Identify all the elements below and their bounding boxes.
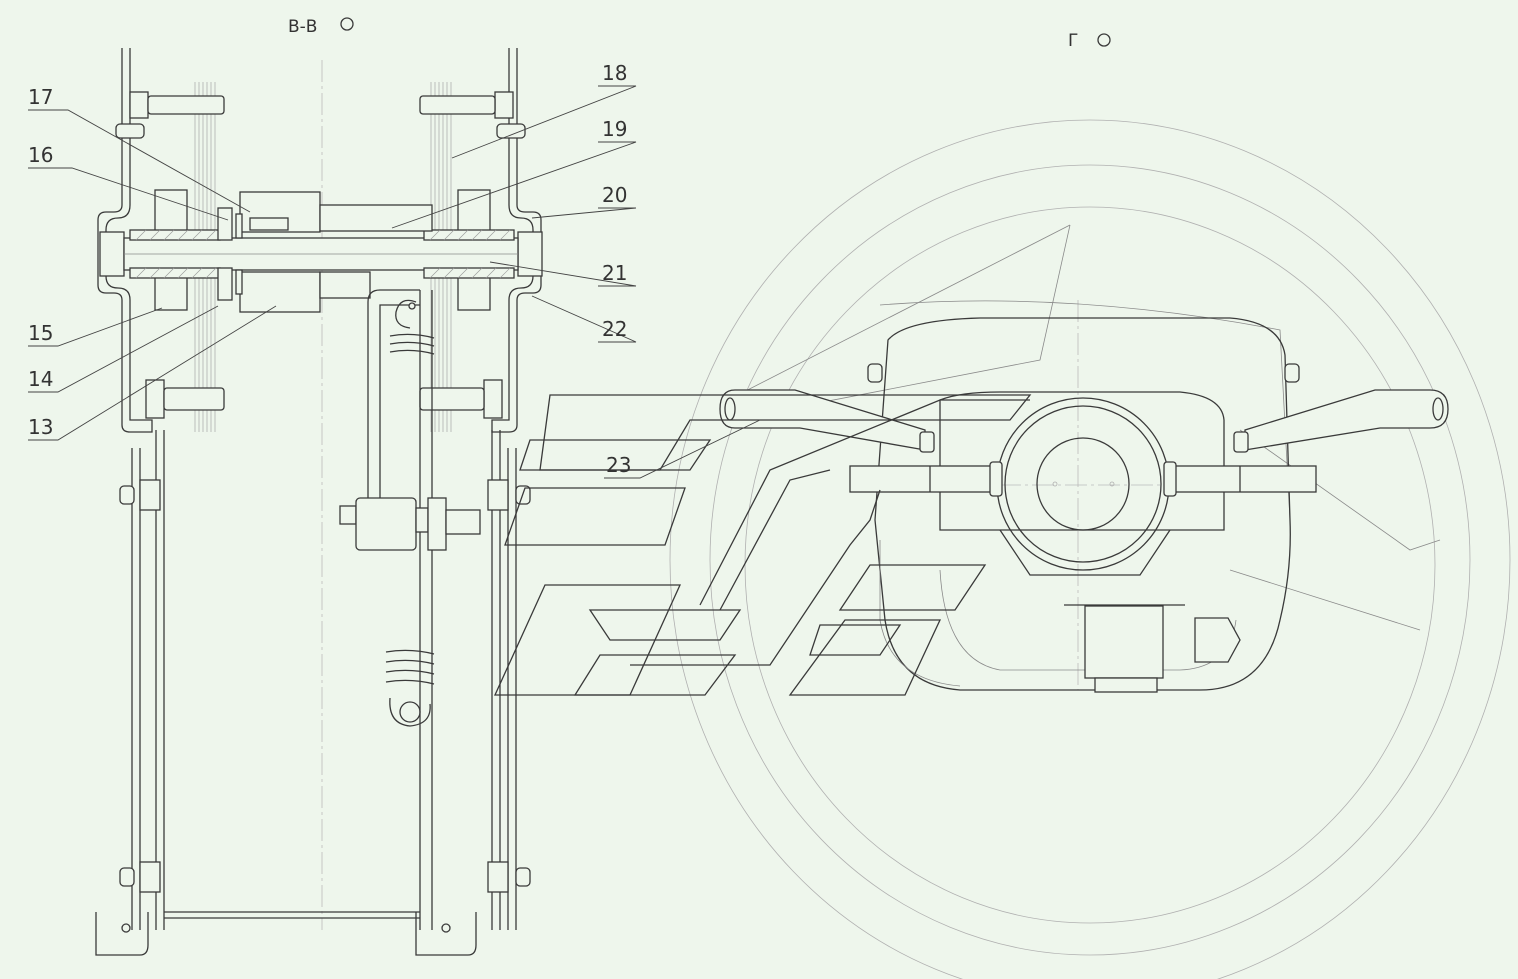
shaft-sleeve-lower bbox=[319, 271, 371, 299]
view-title-right: Г bbox=[1068, 31, 1111, 51]
upper-pin-head-left bbox=[129, 91, 149, 119]
base-foot-right bbox=[415, 912, 477, 956]
projection-wedge bbox=[729, 224, 1071, 421]
wheel-rim-outer bbox=[669, 119, 1511, 979]
view-title-bb: В-В bbox=[288, 17, 317, 37]
view-title-g: Г bbox=[1068, 31, 1078, 51]
shaft-sleeve bbox=[319, 204, 433, 232]
label-13: 13 bbox=[28, 415, 53, 439]
leader-16 bbox=[28, 167, 229, 221]
lower-pin-head-right bbox=[483, 379, 503, 419]
rivet-right-upper bbox=[496, 123, 526, 139]
plate-tab-left-upper bbox=[139, 479, 161, 511]
upper-pin-right bbox=[419, 95, 496, 115]
leader-23 bbox=[604, 419, 761, 479]
leaders bbox=[28, 85, 761, 479]
spring-lower bbox=[385, 649, 435, 727]
lever-left[interactable] bbox=[719, 389, 935, 453]
rivet bbox=[119, 867, 135, 887]
view-title-left: В-В bbox=[288, 17, 354, 37]
switch-collar bbox=[415, 507, 429, 533]
leader-19 bbox=[391, 141, 637, 229]
label-17: 17 bbox=[28, 85, 53, 109]
nut-right bbox=[517, 231, 543, 277]
switch-stem bbox=[445, 509, 481, 535]
lower-pin-right bbox=[419, 387, 485, 411]
rivet bbox=[119, 485, 135, 505]
lever-right-eye bbox=[1432, 397, 1444, 421]
plate-tab-right-upper bbox=[487, 479, 509, 511]
clamp-band-right bbox=[1169, 465, 1317, 493]
spring-upper bbox=[389, 299, 435, 355]
label-19: 19 bbox=[602, 117, 627, 141]
clamp-bottom bbox=[999, 529, 1171, 576]
section-view-bb bbox=[95, 48, 543, 956]
label-18: 18 bbox=[602, 61, 627, 85]
inner-bracket bbox=[367, 289, 420, 501]
bushing-right bbox=[423, 229, 515, 279]
column-ring-outer bbox=[996, 397, 1170, 571]
label-23: 23 bbox=[606, 453, 631, 477]
rivet bbox=[515, 867, 531, 887]
label-15: 15 bbox=[28, 321, 53, 345]
label-16: 16 bbox=[28, 143, 53, 167]
hub-lower bbox=[239, 271, 321, 313]
leader-20 bbox=[531, 207, 637, 219]
connector-base bbox=[1094, 677, 1158, 693]
switch-housing bbox=[874, 317, 1291, 691]
leader-14 bbox=[28, 305, 219, 393]
rivet-left-upper bbox=[115, 123, 145, 139]
column-ring-inner bbox=[1004, 405, 1162, 563]
view-rotation-icon bbox=[1097, 33, 1111, 47]
leader-21 bbox=[489, 261, 637, 287]
lock-ring-lower bbox=[235, 269, 243, 295]
column-shaft bbox=[1036, 437, 1130, 531]
switch-flange bbox=[427, 497, 447, 551]
leader-15 bbox=[28, 307, 163, 347]
clamp-band-left bbox=[849, 465, 997, 493]
left-side-plate bbox=[97, 48, 153, 433]
connector-block bbox=[1084, 605, 1164, 679]
upper-pin-head-right bbox=[494, 91, 514, 119]
plate-tab-right-lower bbox=[487, 861, 509, 893]
washer-lower bbox=[217, 267, 233, 301]
switch-body bbox=[355, 497, 417, 551]
logo-outline bbox=[493, 394, 1032, 696]
lower-pin-head-left bbox=[145, 379, 165, 419]
base-foot-left bbox=[95, 912, 149, 956]
position-labels: 17 16 18 19 20 21 22 15 14 13 23 bbox=[28, 61, 631, 477]
nut-left bbox=[99, 231, 125, 277]
wheel-rim-inner bbox=[709, 164, 1471, 956]
lower-pin-left bbox=[163, 387, 225, 411]
set-screw bbox=[249, 217, 289, 231]
switch-cap bbox=[339, 505, 357, 525]
lock-ring-upper bbox=[235, 213, 243, 239]
plate-tab-left-lower bbox=[139, 861, 161, 893]
leader-18 bbox=[451, 85, 637, 159]
leader-17 bbox=[28, 109, 251, 213]
washer-upper bbox=[217, 207, 233, 241]
housing-face bbox=[939, 391, 1225, 531]
leader-13 bbox=[28, 305, 277, 441]
right-side-plate bbox=[491, 48, 542, 433]
label-22: 22 bbox=[602, 317, 627, 341]
lever-right[interactable] bbox=[1233, 389, 1449, 453]
label-21: 21 bbox=[602, 261, 627, 285]
leader-22 bbox=[531, 295, 637, 343]
view-rotation-icon bbox=[340, 17, 354, 31]
connector-plug bbox=[1194, 617, 1241, 663]
view-g bbox=[669, 119, 1511, 979]
label-20: 20 bbox=[602, 183, 627, 207]
label-14: 14 bbox=[28, 367, 53, 391]
upper-pin-left bbox=[147, 95, 225, 115]
